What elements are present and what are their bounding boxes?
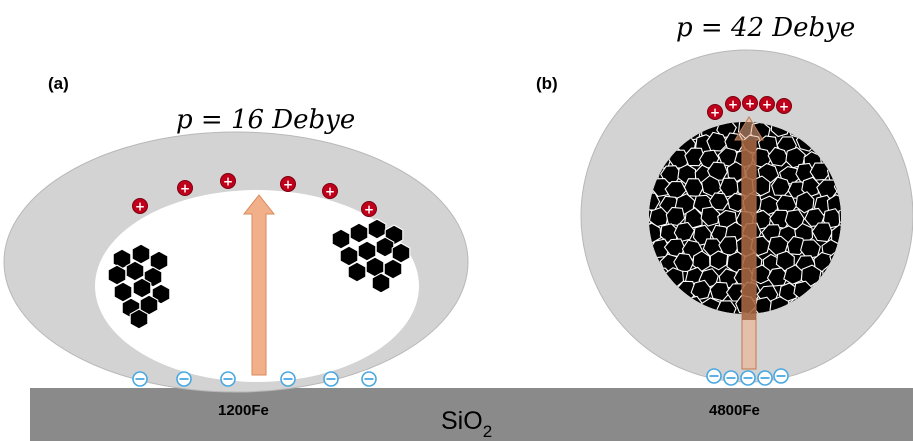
- panel-a-dipole-moment: p = 16 Debye: [176, 105, 355, 135]
- svg-text:+: +: [325, 185, 335, 199]
- negative-charges-a: [132, 371, 377, 387]
- iron-particle: [709, 250, 729, 271]
- svg-text:+: +: [180, 182, 190, 196]
- iron-particle: [838, 205, 841, 226]
- negative-charge: [757, 370, 773, 386]
- negative-charges-b: [706, 368, 789, 386]
- iron-particle: [665, 206, 686, 227]
- dipole-arrow: [242, 194, 276, 376]
- svg-text:+: +: [779, 100, 789, 114]
- panel-b-label: (b): [536, 74, 558, 93]
- positive-charge: +: [322, 183, 338, 199]
- positive-charge: +: [220, 173, 236, 189]
- positive-charge: +: [132, 198, 148, 214]
- negative-charge: [132, 371, 148, 387]
- iron-particle: [795, 191, 815, 214]
- svg-text:+: +: [745, 97, 755, 111]
- positive-charge: +: [725, 96, 741, 112]
- svg-text:+: +: [283, 178, 293, 192]
- panel-b-dipole-moment: p = 42 Debye: [676, 13, 855, 43]
- svg-text:+: +: [710, 106, 720, 120]
- positive-charges-a: + + + + + +: [132, 173, 377, 217]
- svg-text:+: +: [762, 98, 772, 112]
- panel-b-cluster-size: 4800Fe: [709, 402, 760, 419]
- panel-a-label: (a): [48, 74, 69, 93]
- iron-particle: [649, 222, 662, 244]
- negative-charge: [361, 371, 377, 387]
- positive-charge: +: [742, 95, 758, 111]
- negative-charge: [176, 371, 192, 387]
- positive-charges-b: + + + + +: [707, 95, 792, 120]
- substrate-slab: [30, 388, 913, 441]
- positive-charge: +: [280, 176, 296, 192]
- svg-text:+: +: [364, 203, 374, 217]
- iron-particle: [706, 131, 729, 152]
- panel-a-cluster-size: 1200Fe: [218, 402, 269, 419]
- substrate-label: SiO2: [441, 407, 492, 441]
- iron-particle: [700, 206, 721, 227]
- negative-charge: [773, 368, 789, 384]
- panel-b: + + + + + (b) p = 42 Debye 4800Fe: [536, 13, 913, 419]
- negative-charge: [220, 371, 236, 387]
- positive-charge: +: [776, 98, 792, 114]
- svg-text:+: +: [223, 175, 233, 189]
- positive-charge: +: [759, 96, 775, 112]
- substrate-label-subscript: 2: [483, 422, 492, 441]
- negative-charge: [323, 371, 339, 387]
- panel-a: + + + + + + (a) p = 16 Debye 1200Fe: [3, 74, 469, 419]
- positive-charge: +: [707, 104, 723, 120]
- svg-text:+: +: [728, 98, 738, 112]
- dipole-arrow-shadow: [742, 140, 756, 320]
- negative-charge: [706, 368, 722, 384]
- negative-charge: [280, 371, 296, 387]
- negative-charge: [723, 370, 739, 386]
- svg-text:+: +: [135, 200, 145, 214]
- positive-charge: +: [177, 180, 193, 196]
- positive-charge: +: [361, 201, 377, 217]
- substrate-label-base: SiO: [441, 407, 483, 435]
- negative-charge: [740, 370, 756, 386]
